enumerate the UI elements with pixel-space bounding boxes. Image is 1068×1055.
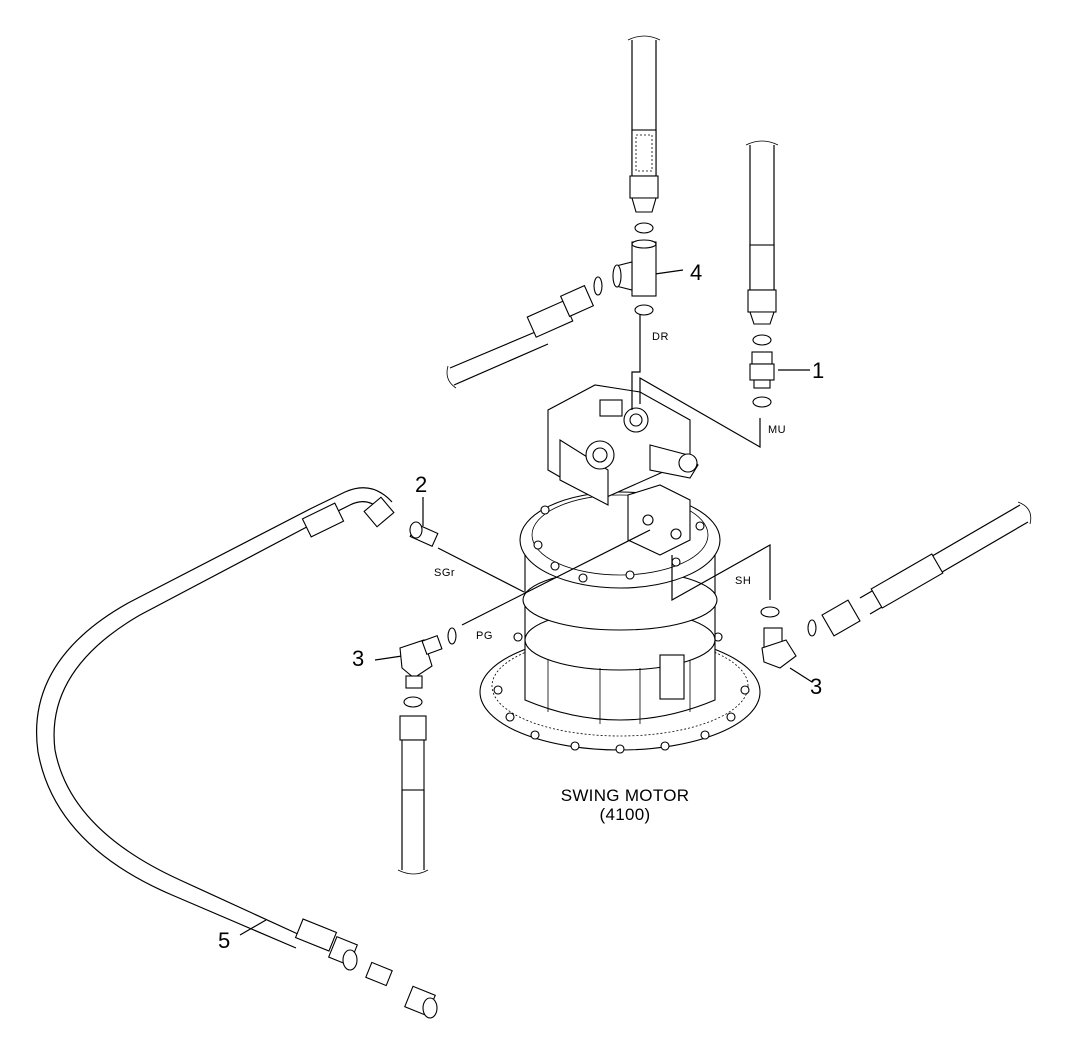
elbow-fitting-3-right (760, 606, 817, 669)
connector-fitting-1 (749, 351, 775, 408)
swing-hose-right (821, 501, 1032, 637)
drain-hose-left (446, 276, 603, 389)
port-label-pg: PG (476, 630, 493, 642)
callout-3-left: 3 (352, 646, 365, 671)
drain-hose-top (627, 35, 661, 234)
component-title: SWING MOTOR (560, 786, 690, 805)
callout-3-right: 3 (810, 674, 823, 699)
callout-4: 4 (690, 260, 703, 285)
connector-fitting-2 (409, 521, 439, 548)
leader-lines (239, 269, 813, 936)
port-label-dr: DR (652, 331, 669, 343)
long-hose-5 (36, 487, 438, 1019)
elbow-fitting-3-left (399, 627, 457, 708)
makeup-hose (745, 140, 779, 346)
callout-2: 2 (415, 472, 428, 497)
tee-fitting-4 (612, 239, 657, 316)
callout-5: 5 (218, 928, 231, 953)
callout-1: 1 (812, 358, 825, 383)
flange-bolts (493, 632, 750, 754)
pg-hose-lower (397, 715, 429, 875)
swing-motor (479, 384, 761, 754)
port-label-sgr: SGr (434, 567, 456, 579)
housing-bolts (533, 505, 705, 583)
port-label-sh: SH (735, 575, 752, 587)
component-code: (4100) (599, 805, 651, 824)
port-label-mu: MU (768, 424, 787, 436)
